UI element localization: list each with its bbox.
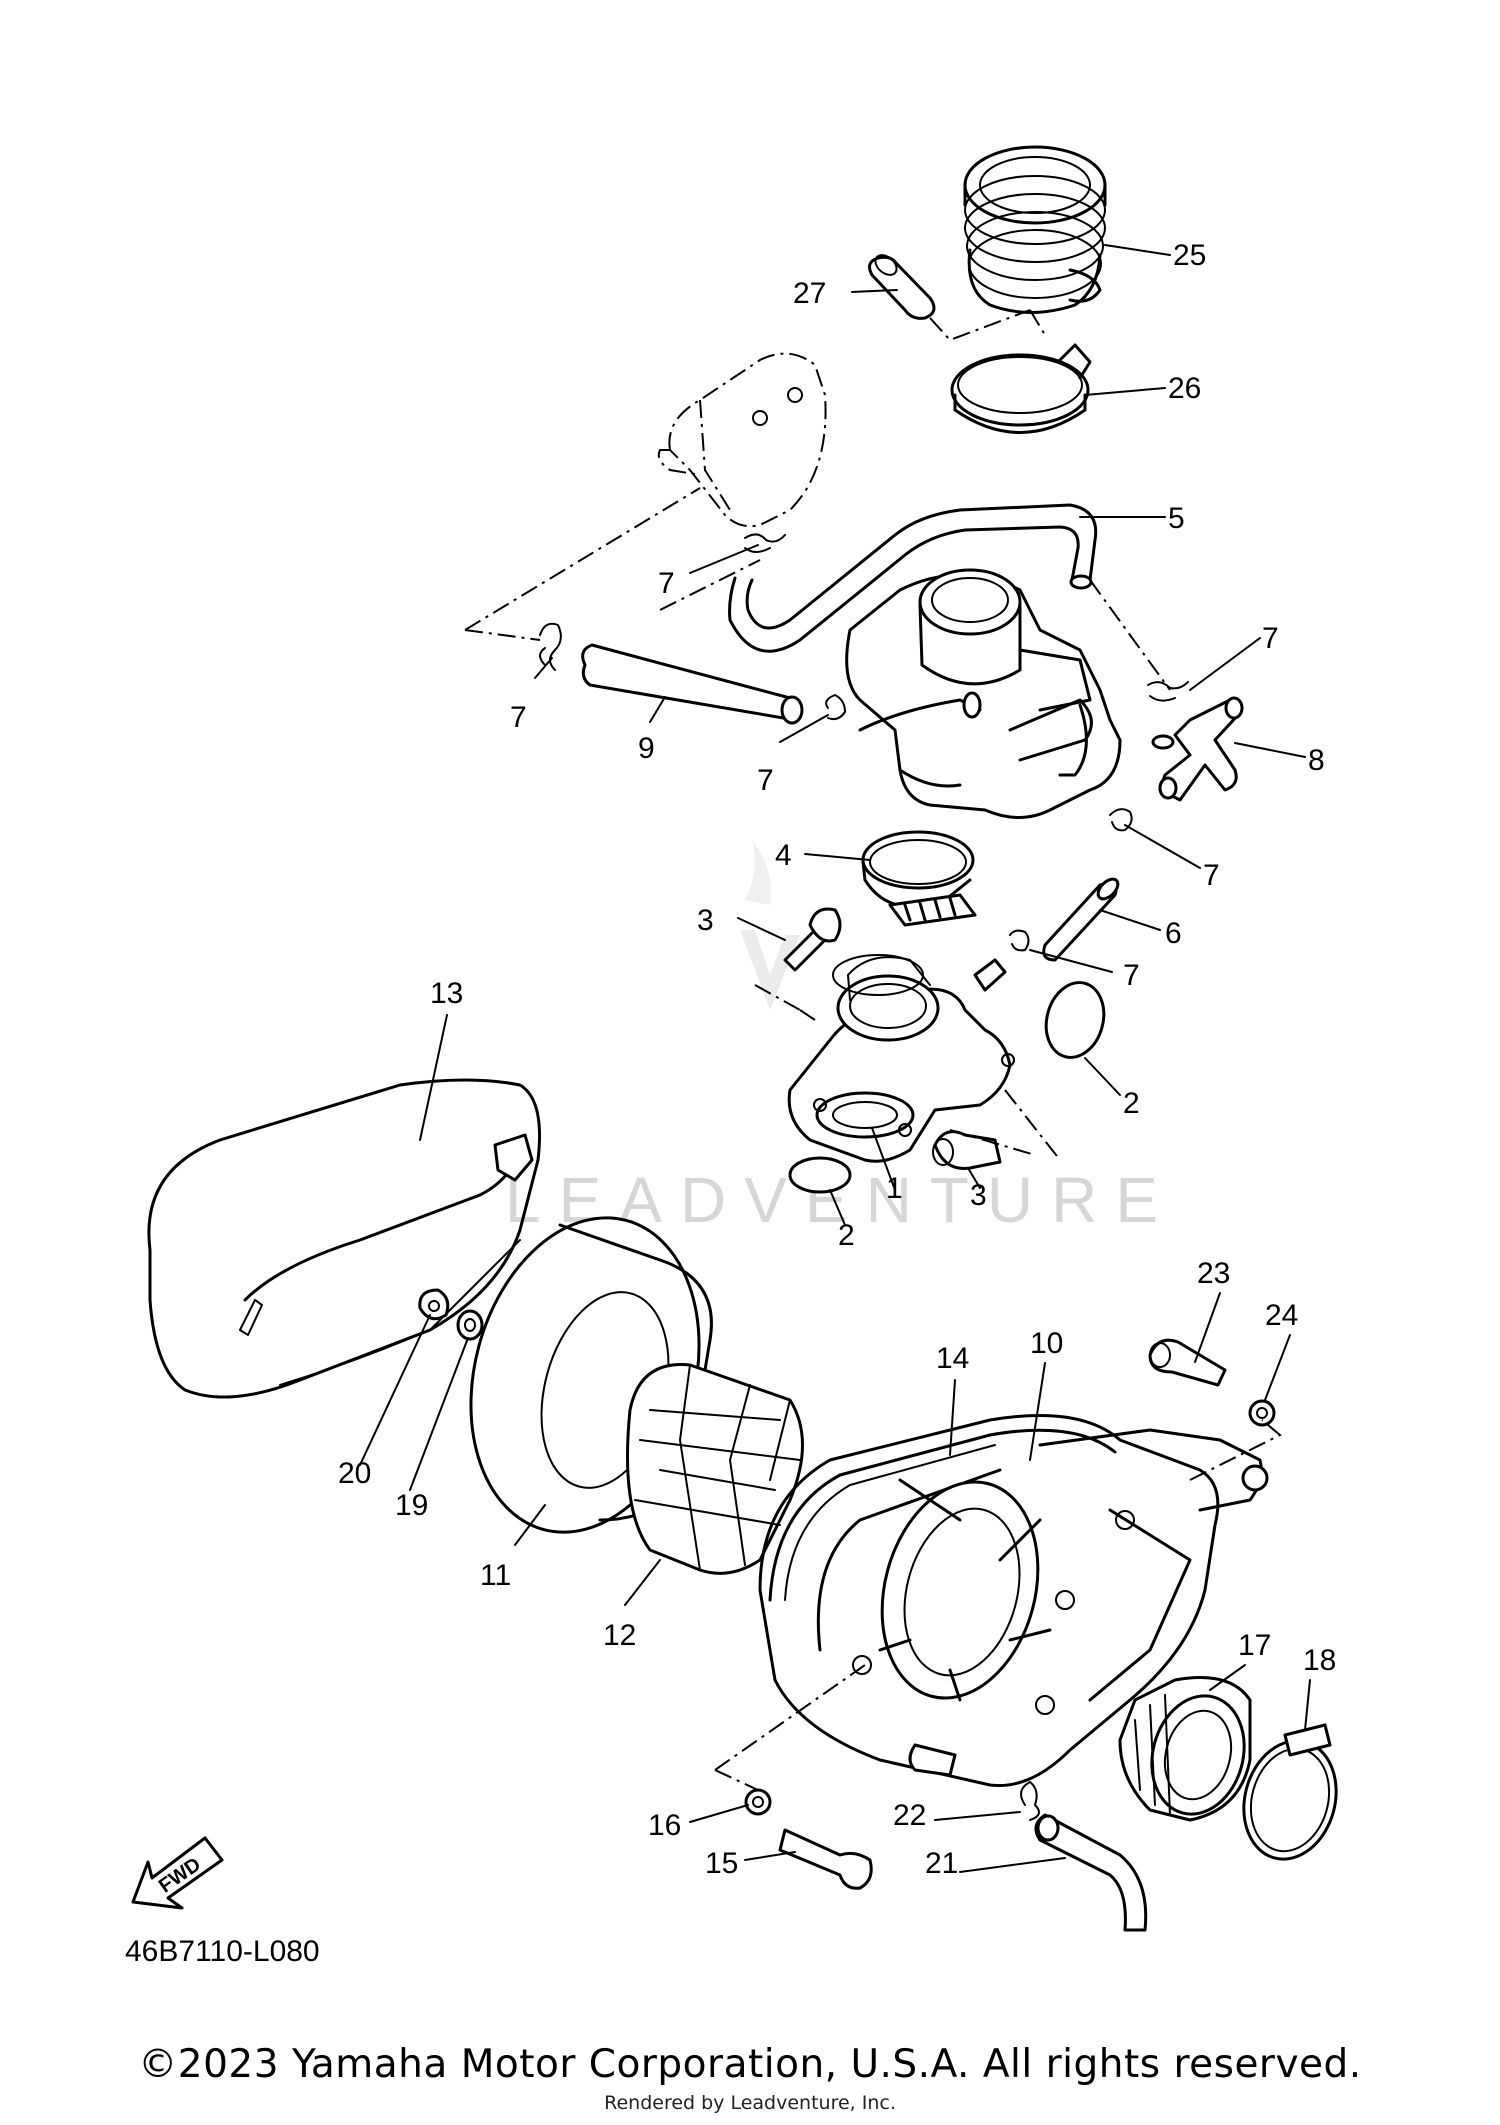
callout-26: 26	[1168, 372, 1201, 405]
callout-7: 7	[1262, 622, 1279, 655]
part-20-screw[interactable]	[418, 1288, 450, 1321]
callout-15: 15	[705, 1847, 738, 1880]
watermark-logo	[740, 840, 800, 1010]
callout-7: 7	[1123, 959, 1140, 992]
part-15-bolt[interactable]	[778, 1828, 873, 1890]
callout-numbers: 1 2 2 3 3 4 5 6 7 7 7 7 7 7 8 9 10 11 12…	[338, 239, 1336, 1880]
callout-4: 4	[775, 839, 792, 872]
diagram-code: 46B7110-L080	[125, 1935, 320, 1968]
part-25-intake-duct[interactable]	[963, 145, 1107, 314]
part-14-seal[interactable]	[784, 1444, 996, 1601]
callout-25: 25	[1173, 239, 1206, 272]
part-22-clip[interactable]	[1020, 1781, 1040, 1821]
callout-2: 2	[838, 1219, 855, 1252]
callout-11: 11	[480, 1559, 511, 1592]
callout-3: 3	[970, 1179, 987, 1212]
callout-16: 16	[648, 1809, 681, 1842]
part-21-hose[interactable]	[1034, 1813, 1148, 1932]
callout-24: 24	[1265, 1299, 1298, 1332]
part-1-manifold[interactable]	[787, 954, 1015, 1163]
callout-17: 17	[1238, 1629, 1271, 1662]
callout-21: 21	[925, 1847, 958, 1880]
callout-8: 8	[1308, 744, 1325, 777]
rendered-by-notice: Rendered by Leadventure, Inc.	[604, 2092, 896, 2114]
callout-12: 12	[603, 1619, 636, 1652]
part-7-clips[interactable]	[539, 533, 1189, 952]
part-2-oring-left[interactable]	[788, 1156, 852, 1194]
part-8-tee-joint[interactable]	[1151, 696, 1244, 802]
callout-23: 23	[1197, 1257, 1230, 1290]
carburetor	[845, 568, 1122, 819]
part-3-bolt-lower[interactable]	[932, 1130, 1002, 1171]
callout-1: 1	[886, 1172, 903, 1205]
part-24-washer[interactable]	[1248, 1399, 1276, 1427]
part-16-nut[interactable]	[744, 1788, 772, 1816]
callout-22: 22	[893, 1799, 926, 1832]
part-17-joint[interactable]	[1118, 1676, 1257, 1825]
carburetor-cover	[657, 352, 827, 528]
callout-7: 7	[510, 701, 527, 734]
callout-9: 9	[638, 732, 655, 765]
part-26-clamp[interactable]	[950, 343, 1092, 434]
leader-27	[929, 309, 1046, 342]
part-9-hose[interactable]	[581, 643, 804, 725]
callout-5: 5	[1168, 502, 1185, 535]
callout-7: 7	[757, 764, 774, 797]
callout-19: 19	[395, 1489, 428, 1522]
callout-7: 7	[1203, 859, 1220, 892]
callout-14: 14	[936, 1342, 969, 1375]
callout-2: 2	[1123, 1087, 1140, 1120]
part-12-filter-cage[interactable]	[626, 1363, 804, 1575]
callout-18: 18	[1303, 1644, 1336, 1677]
callout-3: 3	[697, 904, 714, 937]
callout-7: 7	[658, 567, 675, 600]
part-18-clamp[interactable]	[1231, 1723, 1349, 1870]
part-23-bolt[interactable]	[1148, 1338, 1227, 1387]
callout-13: 13	[430, 977, 463, 1010]
part-4-clamp[interactable]	[861, 830, 977, 927]
callout-10: 10	[1030, 1327, 1063, 1360]
callout-20: 20	[338, 1457, 371, 1490]
callout-27: 27	[793, 277, 826, 310]
part-27-hose[interactable]	[868, 251, 936, 320]
part-13-air-cleaner-cover[interactable]	[147, 1078, 542, 1399]
part-10-air-cleaner-case[interactable]	[758, 1414, 1269, 1788]
part-3-bolt-upper[interactable]	[783, 907, 842, 972]
fwd-arrow-icon: FWD	[131, 1836, 224, 1910]
part-5-hose[interactable]	[728, 503, 1098, 653]
part-2-oring-right[interactable]	[1038, 976, 1112, 1064]
part-6-hose[interactable]	[1042, 876, 1122, 962]
copyright-notice: ©2023 Yamaha Motor Corporation, U.S.A. A…	[138, 2042, 1362, 2087]
callout-6: 6	[1165, 917, 1182, 950]
leader-lines	[359, 244, 1311, 1873]
part-19-washer[interactable]	[456, 1309, 484, 1341]
